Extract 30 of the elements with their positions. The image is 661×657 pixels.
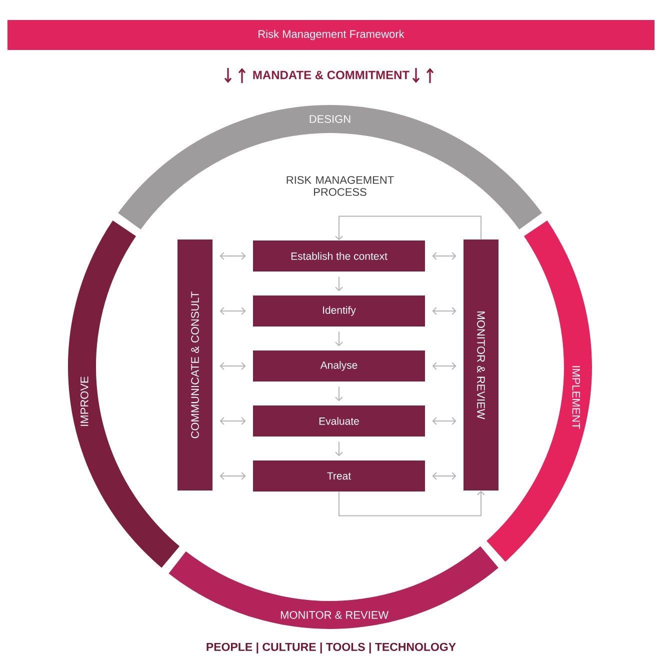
process-box: Analyse — [253, 350, 425, 382]
heading-text: MANDATE & COMMITMENT — [253, 70, 410, 80]
title-banner: Risk Management Framework — [8, 20, 654, 50]
footer-text: PEOPLE | CULTURE | TOOLS | TECHNOLOGY — [206, 642, 456, 654]
process-box: Establish the context — [253, 240, 425, 272]
arrow — [432, 417, 456, 425]
arrow — [432, 307, 456, 315]
arrow — [432, 472, 456, 480]
arrow — [220, 417, 246, 425]
arrow — [335, 441, 343, 456]
vertical-bar: MONITOR & REVIEW — [464, 240, 498, 490]
arrow — [432, 362, 456, 370]
arrow — [335, 216, 482, 240]
process-box: Treat — [253, 460, 425, 492]
ring-segment: IMPROVE — [68, 220, 180, 568]
vertical-bar: COMMUNICATE & CONSULT — [178, 240, 212, 490]
ring-segment: MONITOR & REVIEW — [168, 546, 498, 629]
arrow — [335, 276, 343, 292]
process-box: Identify — [253, 296, 425, 326]
arrow — [338, 490, 485, 516]
arrow — [432, 252, 456, 260]
arrow — [335, 331, 343, 346]
process-box: Evaluate — [253, 406, 425, 436]
arrow — [220, 252, 246, 260]
arrow — [220, 307, 246, 315]
arrow — [220, 362, 246, 370]
ring-segment: IMPLEMENT — [486, 220, 592, 562]
section-heading: RISK MANAGEMENT PROCESS — [286, 176, 394, 196]
arrow — [335, 386, 343, 402]
arrow — [220, 472, 246, 480]
